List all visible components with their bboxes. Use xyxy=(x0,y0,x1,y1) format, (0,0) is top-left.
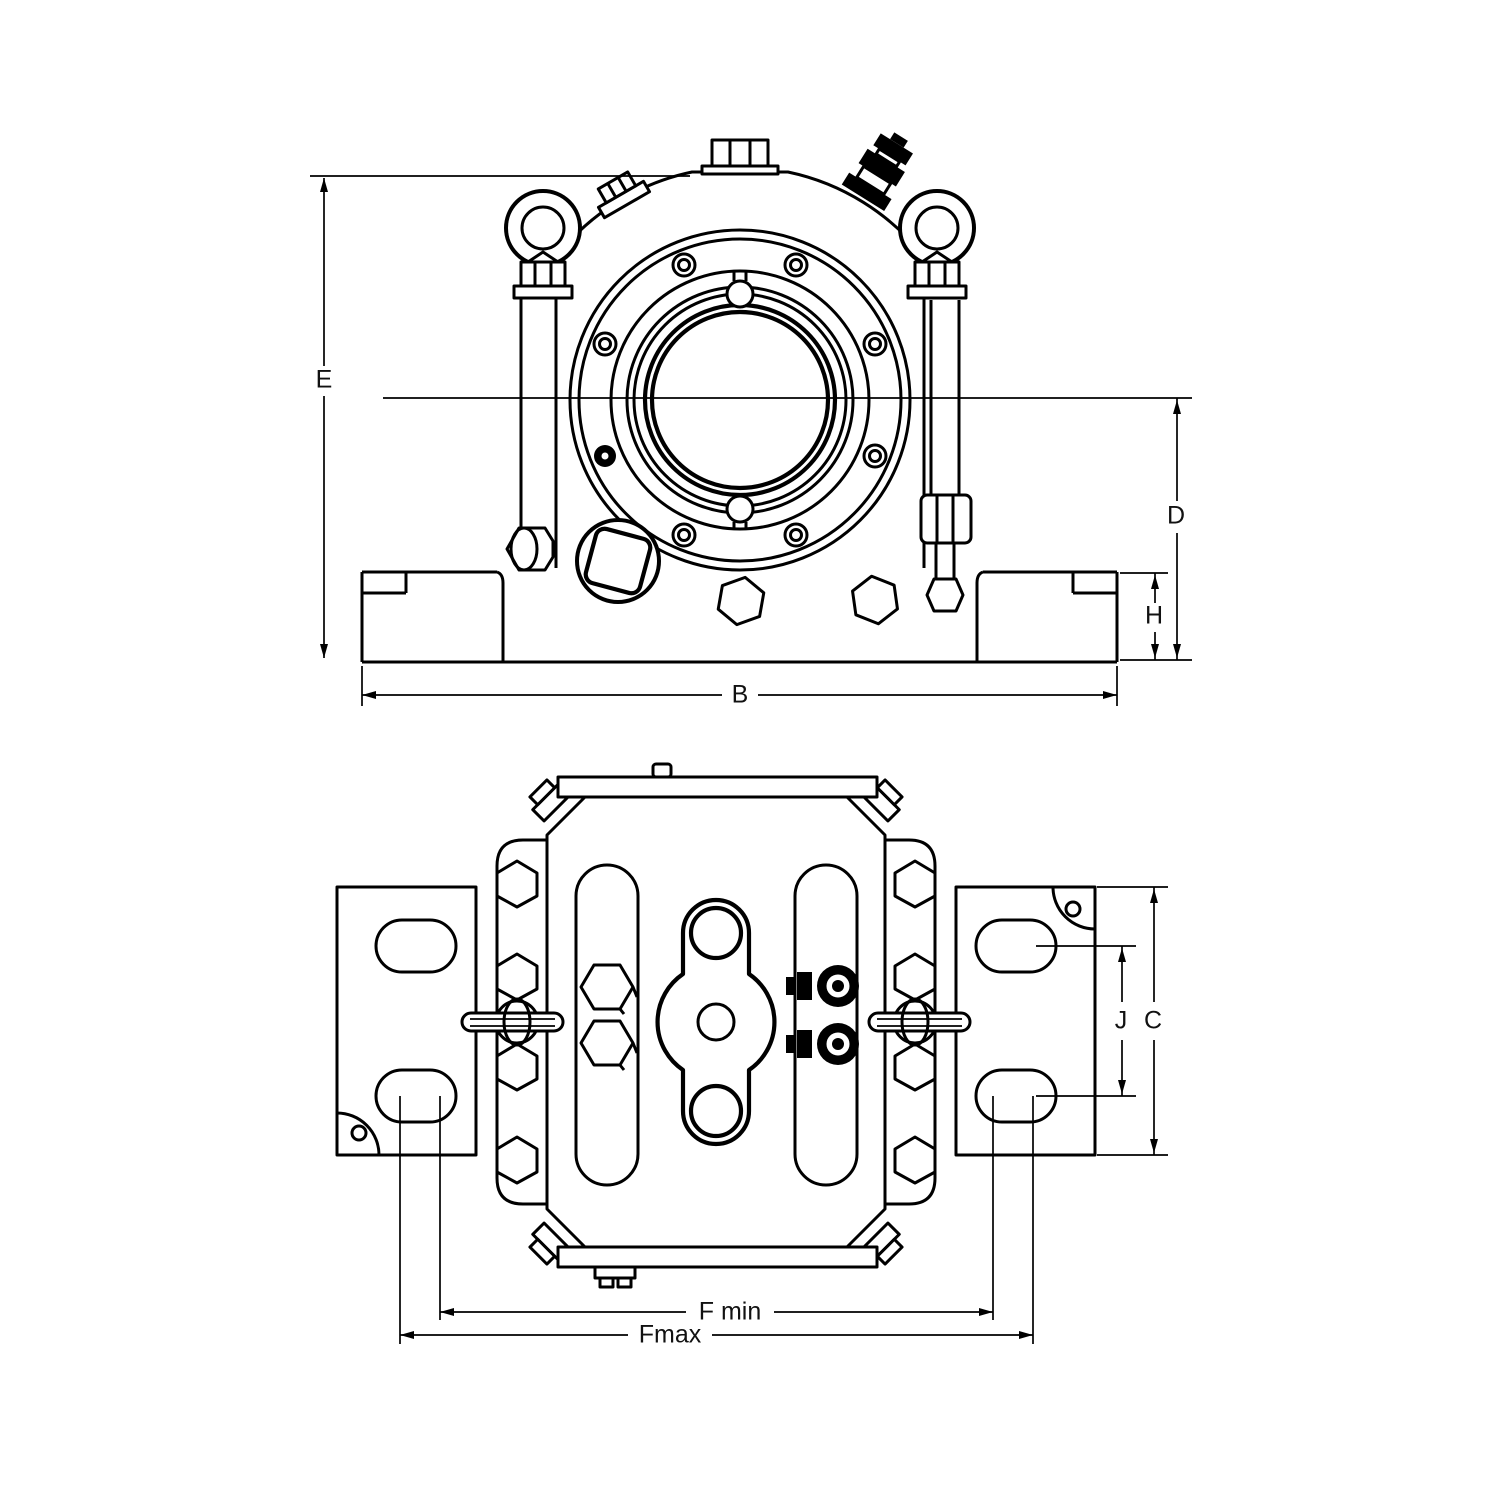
lifting-eye-right xyxy=(898,189,976,300)
dim-label-J: J xyxy=(1115,1007,1128,1035)
dim-label-B: B xyxy=(732,681,749,709)
center-hex-nuts xyxy=(579,963,639,1071)
plan-grease-fittings xyxy=(786,965,859,1065)
bottom-hex-plugs xyxy=(716,574,899,627)
dim-label-H: H xyxy=(1145,602,1163,630)
square-drain-plug xyxy=(575,518,661,604)
locating-pins xyxy=(725,272,755,530)
lifting-eye-left xyxy=(504,189,582,300)
dim-B: B xyxy=(361,666,1118,709)
foot-plate-left xyxy=(335,885,478,1157)
dim-J: J xyxy=(1036,945,1136,1097)
plan-body xyxy=(545,762,887,1289)
bolt-column-right xyxy=(892,859,938,1185)
dim-label-F-max: Fmax xyxy=(639,1321,702,1349)
upper-left-plug xyxy=(596,170,652,220)
center-adapter-feature xyxy=(655,897,777,1147)
dim-H: H xyxy=(1120,572,1168,660)
filled-bolt-hole xyxy=(594,445,616,467)
foot-plate-right xyxy=(954,885,1097,1157)
dim-F-min: F min xyxy=(439,1096,994,1326)
front-elevation-view: E B D H xyxy=(310,132,1192,709)
dim-C: C xyxy=(1097,886,1168,1156)
dim-F-max: Fmax xyxy=(399,1096,1034,1349)
housing-base xyxy=(360,570,1119,664)
plan-view: J C F min Fmax xyxy=(335,762,1168,1349)
top-plug-bolt xyxy=(700,138,780,176)
dim-label-F-min: F min xyxy=(699,1298,762,1326)
cap-bolt-right xyxy=(919,300,973,613)
grease-fitting-icon xyxy=(841,132,913,211)
dim-label-E: E xyxy=(316,366,333,394)
dim-E: E xyxy=(310,175,690,658)
flange-bolt-holes xyxy=(592,252,888,548)
dim-label-D: D xyxy=(1167,502,1185,530)
cross-pin-left xyxy=(460,997,565,1047)
cross-pin-right xyxy=(867,997,972,1047)
cap-bolt-left xyxy=(505,298,555,572)
dim-label-C: C xyxy=(1144,1007,1162,1035)
dim-D: D xyxy=(1120,398,1192,661)
